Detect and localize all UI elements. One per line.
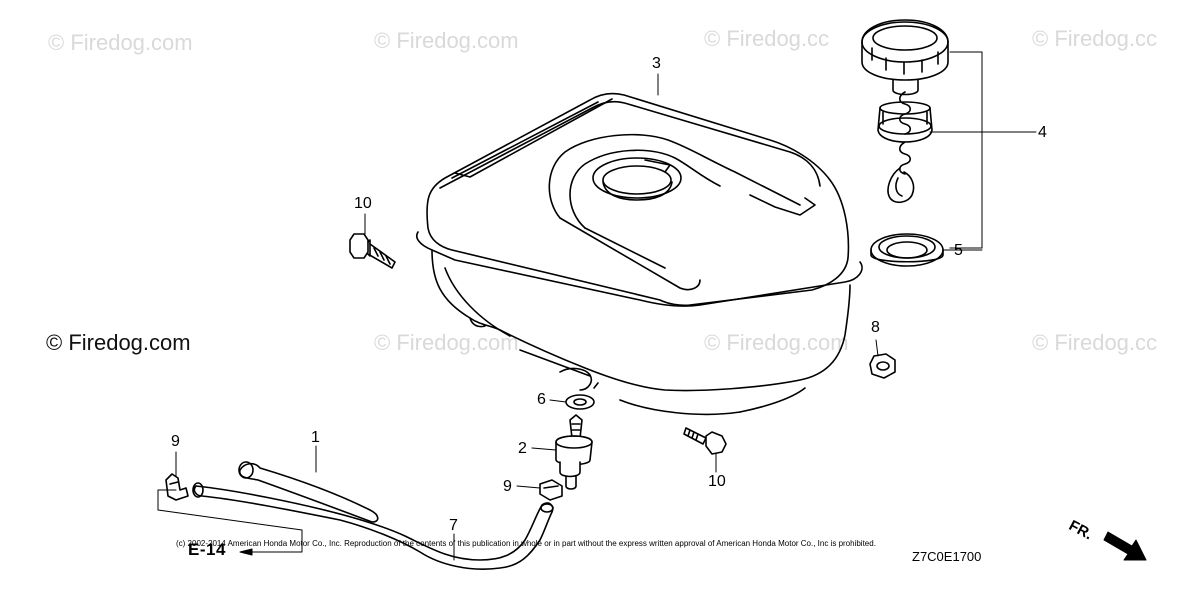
watermark: © Firedog.com bbox=[704, 330, 849, 355]
washer bbox=[565, 394, 595, 410]
callout-5: 5 bbox=[954, 242, 963, 259]
callout-8: 8 bbox=[871, 319, 880, 336]
hose-clip-left bbox=[165, 473, 189, 501]
fuel-tube bbox=[192, 461, 554, 570]
diagram-code: Z7C0E1700 bbox=[912, 549, 982, 564]
watermark: © Firedog.com bbox=[374, 28, 519, 53]
callout-10-lower: 10 bbox=[708, 473, 726, 490]
fuel-tank bbox=[416, 92, 863, 416]
callout-9-left: 9 bbox=[171, 433, 180, 450]
watermark: © Firedog.cc bbox=[1032, 330, 1158, 355]
hose-clip-right bbox=[539, 479, 563, 501]
reference-label: E-14 bbox=[188, 540, 226, 559]
callout-2: 2 bbox=[518, 440, 527, 457]
reference-arrow-icon bbox=[239, 548, 253, 556]
filler-gasket bbox=[870, 233, 944, 267]
watermark: © Firedog.com bbox=[48, 30, 193, 55]
front-direction-arrow-icon bbox=[1103, 531, 1147, 561]
callout-1: 1 bbox=[311, 429, 320, 446]
copyright-notice: (c) 2002-2014 American Honda Motor Co., … bbox=[176, 539, 876, 548]
fuel-cap-assembly bbox=[861, 19, 949, 204]
leader-lines bbox=[157, 51, 1037, 561]
watermark-main: © Firedog.com bbox=[46, 330, 191, 355]
callout-10-upper: 10 bbox=[354, 195, 372, 212]
callout-6: 6 bbox=[537, 391, 546, 408]
watermark: © Firedog.cc bbox=[704, 26, 830, 51]
nut bbox=[869, 353, 896, 379]
watermark: © Firedog.cc bbox=[1032, 26, 1158, 51]
bolt-upper bbox=[349, 233, 396, 269]
callout-7: 7 bbox=[449, 517, 458, 534]
bolt-lower bbox=[683, 427, 727, 455]
callout-4: 4 bbox=[1038, 124, 1047, 141]
watermark: © Firedog.com bbox=[374, 330, 519, 355]
callout-9-right: 9 bbox=[503, 478, 512, 495]
fuel-valve bbox=[555, 414, 593, 490]
callout-3: 3 bbox=[652, 55, 661, 72]
